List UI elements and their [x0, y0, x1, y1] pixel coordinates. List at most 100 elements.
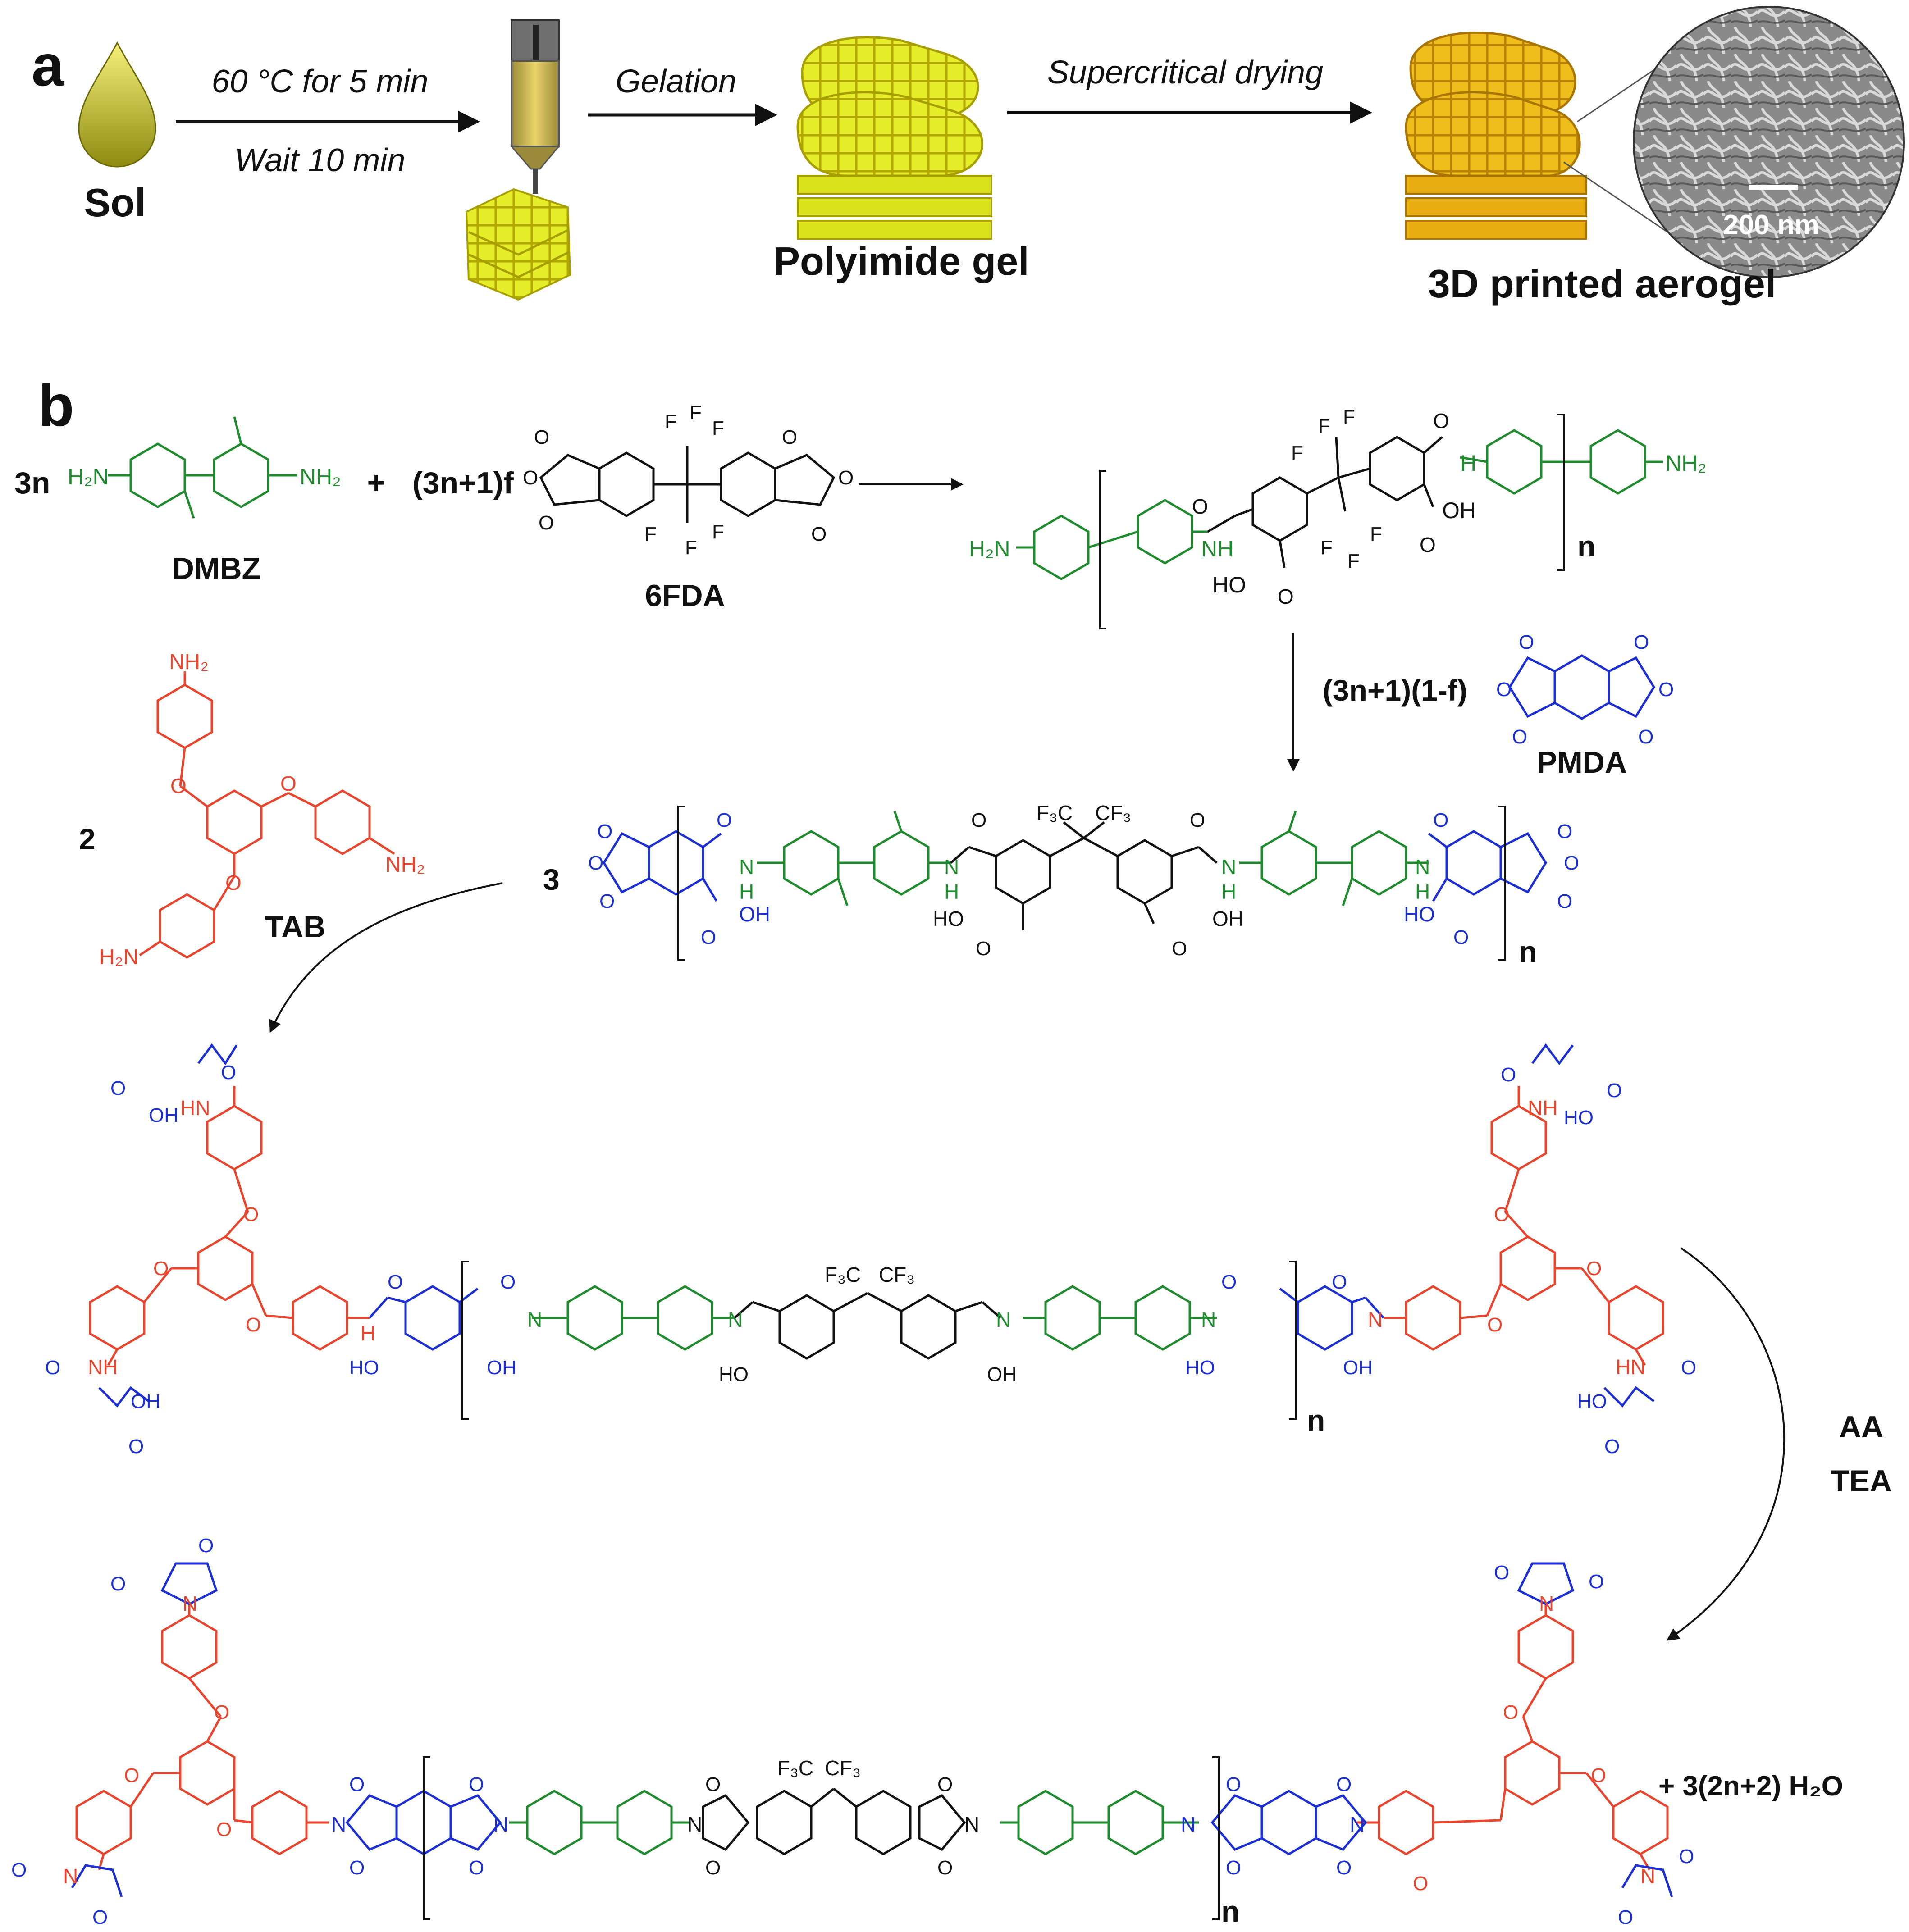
row1-repeat-n: n: [1577, 529, 1595, 563]
coef-dmbz: 3n: [14, 466, 50, 500]
net-o-ether3: O: [246, 1314, 261, 1336]
net-o-ether5: O: [1586, 1258, 1602, 1280]
olig-nh1: N: [739, 855, 754, 879]
polyimide-network: [71, 1562, 1673, 1920]
olig-h4: H: [1415, 880, 1430, 903]
sixfda-f3: F: [712, 417, 724, 439]
pi-o-left1: O: [349, 1773, 365, 1795]
sixfda-f1: F: [665, 410, 677, 433]
olig-h3: H: [1221, 880, 1236, 903]
pi-o-right2: O: [1226, 1857, 1241, 1879]
net-hn-rightbottom: HN: [1616, 1355, 1645, 1379]
row1-o1: O: [1192, 495, 1208, 518]
pi-o-topleft2: O: [198, 1535, 214, 1557]
reagent-aa: AA: [1839, 1410, 1883, 1444]
syringe-printer-icon: [510, 19, 561, 194]
pmda-label: PMDA: [1537, 745, 1627, 779]
net-o-ether6: O: [1487, 1314, 1503, 1336]
pi-o-rightbottom1: O: [1679, 1845, 1694, 1868]
row1-f2: F: [1318, 415, 1330, 437]
net-o-right1: O: [1221, 1271, 1237, 1293]
pmda-o4: O: [1634, 631, 1649, 653]
pmda-o6: O: [1638, 726, 1653, 748]
row1-o2: O: [1433, 409, 1449, 433]
net-ho-mid: HO: [719, 1363, 749, 1385]
row1-oh: OH: [1442, 498, 1476, 523]
net-ho-right: HO: [1185, 1357, 1215, 1379]
sixfda-o6: O: [811, 523, 827, 545]
pi-o-right3: O: [1336, 1773, 1352, 1795]
net-o-rightbottom2: O: [1604, 1435, 1620, 1458]
pmda-o1: O: [1519, 631, 1534, 653]
olig-nh2: N: [944, 855, 959, 879]
olig-o2: O: [588, 852, 603, 874]
row1-f5: F: [1347, 550, 1360, 572]
row1-nh2: NH₂: [1665, 451, 1707, 476]
row1-h2n: H₂N: [969, 536, 1010, 561]
pi-o-topright2: O: [1589, 1571, 1604, 1593]
pi-o-leftbottom1: O: [11, 1859, 27, 1881]
pi-n-leftbottom: N: [63, 1864, 78, 1888]
net-oh-left: OH: [487, 1357, 516, 1379]
net-f3c: F₃C: [825, 1263, 861, 1286]
step-drying-label: Supercritical drying: [1047, 55, 1323, 91]
net-oh-right: OH: [1343, 1357, 1373, 1379]
pi-o-mid4: O: [937, 1857, 953, 1879]
pi-n-right-link: N: [1350, 1813, 1365, 1836]
olig-ho1: HO: [933, 907, 964, 930]
olig-h2: H: [944, 880, 959, 903]
panel-b-label: b: [38, 373, 74, 438]
pi-o-ether2: O: [124, 1764, 139, 1786]
pmda-o3: O: [1512, 726, 1527, 748]
pi-f3c: F₃C: [777, 1756, 813, 1780]
pi-o-right4: O: [1336, 1857, 1352, 1879]
tab-o3: O: [225, 871, 242, 894]
arrow-crosslink: [269, 882, 503, 1033]
sem-micrograph-image: [1633, 6, 1905, 278]
pi-n-rightbottom: N: [1640, 1864, 1655, 1888]
zoom-line-top: [1577, 60, 1668, 123]
sixfda-f2: F: [690, 401, 702, 424]
olig-nh4: N: [1415, 855, 1430, 879]
net-nh-right-link: N: [1368, 1308, 1383, 1331]
net-o-rightbottom: O: [1681, 1357, 1696, 1379]
dmbz-structure: [108, 416, 297, 519]
net-hn-topleft: HN: [180, 1096, 210, 1120]
tab-structure: [139, 671, 395, 959]
pi-n-left2: N: [493, 1813, 508, 1836]
net-nh-topright: NH: [1528, 1096, 1557, 1120]
net-n-g2: N: [728, 1308, 743, 1331]
net-n-g3: N: [996, 1308, 1011, 1331]
net-n-g1: N: [527, 1308, 542, 1331]
coef-oligomer: 3: [543, 863, 560, 896]
olig-o1: O: [597, 820, 612, 843]
pi-n-mid2: N: [964, 1813, 979, 1836]
row1-f1: F: [1291, 442, 1303, 464]
net-n-g4: N: [1201, 1308, 1216, 1331]
net-oh-mid: OH: [987, 1363, 1017, 1385]
olig-o13: O: [1564, 852, 1579, 874]
olig-cf3: CF₃: [1095, 801, 1131, 825]
net-o-topleft: O: [110, 1077, 126, 1099]
net-oh-topleft: OH: [149, 1104, 178, 1126]
pi-o-leftbottom2: O: [92, 1906, 108, 1928]
olig-ho2: HO: [1404, 902, 1435, 926]
row1-f4: F: [1320, 537, 1333, 559]
pi-repeat-n: n: [1221, 1895, 1239, 1928]
net-o-ether1: O: [243, 1203, 259, 1226]
sixfda-f6: F: [712, 521, 724, 543]
olig-repeat-n: n: [1519, 935, 1537, 968]
sixfda-label: 6FDA: [645, 579, 725, 613]
net-ho-rightbottom: HO: [1577, 1390, 1607, 1413]
dmbz-label: DMBZ: [172, 551, 260, 586]
olig-o10: O: [1433, 809, 1448, 831]
net-nh-left-link: H: [361, 1321, 375, 1345]
zoom-line-bottom: [1563, 161, 1668, 233]
amic-acid-product-row1: [1016, 414, 1663, 629]
pmda-structure: [1508, 654, 1655, 720]
plus-sign: +: [367, 465, 386, 500]
aerogel-label: 3D printed aerogel: [1428, 261, 1777, 306]
pi-o-ether3: O: [216, 1818, 232, 1841]
pi-o-right1: O: [1226, 1773, 1241, 1795]
